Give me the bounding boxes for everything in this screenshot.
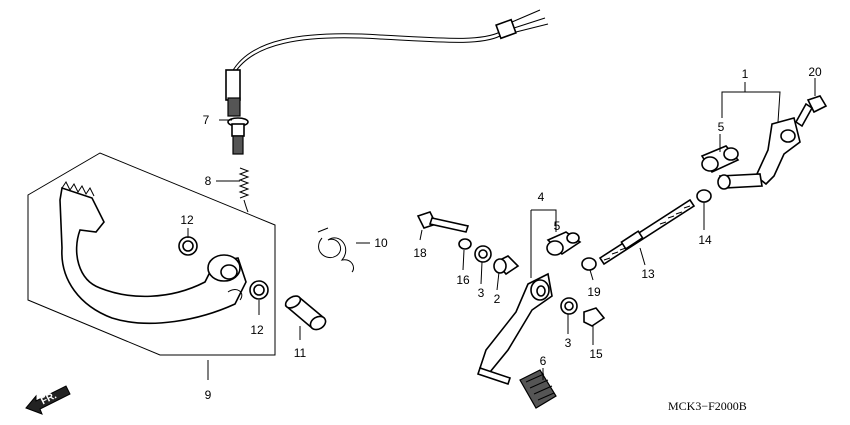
- bolt-part-18: [416, 211, 470, 233]
- callout-13: 13: [641, 267, 655, 281]
- callout-12a: 12: [180, 213, 194, 227]
- spring-part-8: [238, 167, 250, 213]
- brake-pedal-part: [59, 181, 247, 325]
- bushing-part-12b: [249, 280, 269, 300]
- collar-part-2: [493, 255, 520, 276]
- callout-7: 7: [203, 113, 210, 127]
- callout-3b: 3: [565, 336, 572, 350]
- collar-part-3b: [560, 297, 578, 315]
- callout-14: 14: [698, 233, 712, 247]
- collar-part-3a: [474, 245, 492, 263]
- callout-18: 18: [413, 246, 427, 260]
- callout-4: 4: [538, 190, 545, 204]
- pedal-assembly-outline: [27, 152, 276, 356]
- callout-11: 11: [294, 346, 307, 360]
- nut-part-19: [581, 257, 597, 271]
- brake-cable: [225, 9, 549, 117]
- front-direction-arrow: FR.: [25, 385, 71, 415]
- ball-joint-part-5b: [546, 231, 582, 256]
- rubber-bushing-part-11: [284, 295, 327, 331]
- tie-rod-part-13: [598, 198, 696, 266]
- callout-1: 1: [742, 67, 749, 81]
- callout-16: 16: [456, 273, 470, 287]
- drawing-code: MCK3−F2000B: [668, 399, 747, 413]
- leader-lines: [187, 78, 816, 380]
- callout-9: 9: [205, 388, 212, 402]
- washer-part-16: [458, 238, 472, 250]
- ball-joint-part-5a: [700, 145, 740, 174]
- callout-8: 8: [205, 174, 212, 188]
- shift-arm-part-4: [476, 272, 553, 386]
- nut-part-14: [696, 189, 712, 203]
- callout-20: 20: [808, 65, 822, 79]
- nut-part-15: [583, 307, 606, 327]
- callout-19: 19: [587, 285, 601, 299]
- bushing-part-12a: [178, 236, 198, 256]
- shift-rubber-part-6: [519, 369, 557, 409]
- bolt-part-20: [794, 95, 828, 128]
- callout-15: 15: [589, 347, 603, 361]
- callout-6: 6: [540, 354, 547, 368]
- callout-5a: 5: [718, 120, 725, 134]
- callout-12b: 12: [250, 323, 264, 337]
- callout-5b: 5: [554, 219, 561, 233]
- cable-adjuster-part: [227, 117, 249, 155]
- callout-10: 10: [374, 236, 388, 250]
- callout-3a: 3: [478, 286, 485, 300]
- return-spring-part-10: [317, 227, 355, 273]
- callout-labels: 7 8 12 12 11 10 9 18 16 3 2 4 5 6 3 15 1…: [180, 65, 822, 402]
- shift-arm-part-1: [717, 117, 801, 190]
- callout-2: 2: [494, 292, 501, 306]
